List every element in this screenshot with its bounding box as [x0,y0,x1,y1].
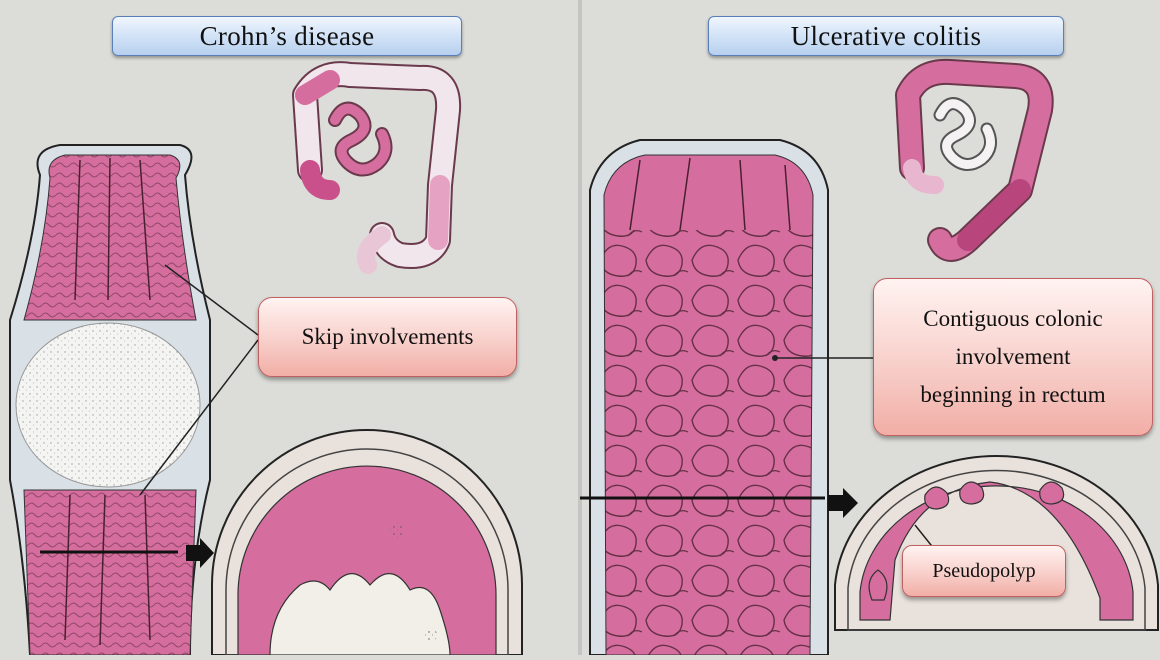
uc-colon-section [580,140,828,655]
skip-involvements-callout: Skip involvements [258,297,517,377]
crohns-colon-section [10,145,210,655]
callout-line-uc-tip [772,355,778,361]
callout-line-3: beginning in rectum [920,376,1105,414]
uc-title: Ulcerative colitis [708,16,1064,56]
panel-divider [578,0,582,655]
crohns-title: Crohn’s disease [112,16,462,56]
contiguous-involvement-callout: Contiguous colonic involvement beginning… [873,278,1153,436]
callout-line-2: involvement [956,338,1071,376]
pseudopolyp-label: Pseudopolyp [902,545,1066,597]
callout-line-1: Contiguous colonic [923,300,1103,338]
